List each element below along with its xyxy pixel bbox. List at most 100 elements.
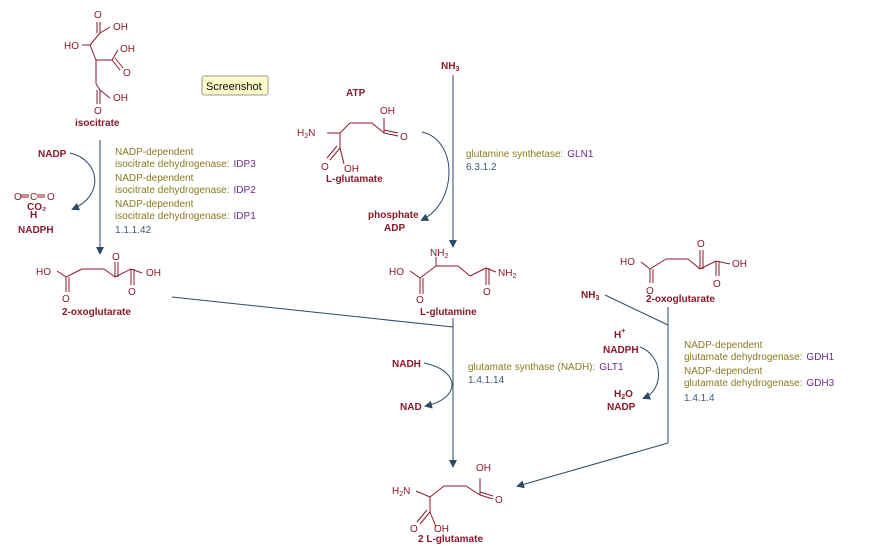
atom-o: O [495,495,503,506]
gdh-to-product-arrow [516,442,669,489]
atom-c: C [30,192,37,203]
atom-oh: OH [146,268,161,279]
atom-o: O [416,295,424,306]
atom-ho: HO [36,267,51,278]
atom-o: O [713,279,721,290]
screenshot-badge-text: Screenshot [206,81,262,93]
atom-o: O [646,286,654,297]
nadh-cofactor: NADH [392,359,421,370]
l-glutamine-structure[interactable]: HO NH2 NH2 O O L-glutamine [389,248,516,318]
nad-cofactor: NAD [400,402,422,413]
idp3-enzyme-line2: isocitrate dehydrogenase:IDP3 [115,159,256,170]
atp-cofactor: ATP [346,88,366,99]
nh3-top-cofactor: NH3 [441,61,459,73]
adp-cofactor: ADP [384,223,405,234]
atom-o: O [410,524,418,535]
atom-o: O [62,294,70,305]
atom-o: O [400,132,408,143]
oxoglutarate-left-label: 2-oxoglutarate [62,307,131,318]
screenshot-badge: Screenshot [201,75,269,96]
gdh1-gene[interactable]: GDH1 [806,352,834,363]
idp1-enzyme-line1: NADP-dependent [115,199,194,210]
atom-h: H [30,210,37,221]
nadph-in-cofactor: NADPH [603,345,639,356]
atom-o: O [128,287,136,298]
l-glutamate-top-structure[interactable]: ATP H2N OH O O OH L-glutamate [297,88,408,185]
idp-cofactor-arrow [69,152,96,211]
atom-o: O [697,239,705,250]
nadph-cofactor: NADPH [18,225,54,236]
gln1-ec-number[interactable]: 6.3.1.2 [466,162,497,173]
gdh3-gene[interactable]: GDH3 [806,378,834,389]
nh3-right-cofactor: NH3 [581,290,599,302]
atom-nh2: NH2 [498,268,516,280]
oxoglutarate-to-glt1-line [171,296,454,328]
atom-o: O [47,192,55,203]
idp2-gene[interactable]: IDP2 [234,185,257,196]
idp3-enzyme-line1: NADP-dependent [115,147,194,158]
atom-oh: OH [344,164,359,175]
gdh1-enzyme-line2: glutamate dehydrogenase:GDH1 [684,352,835,363]
glt1-enzyme-line: glutamate synthase (NADH):GLT1 [468,362,624,373]
gdh1-enzyme-line1: NADP-dependent [684,340,763,351]
co2-structure: O C O CO₂ H [14,192,55,221]
atom-oh: OH [380,106,395,117]
nadp-out-cofactor: NADP [607,402,636,413]
nh3-to-gdh-line [604,294,669,326]
atom-oh: OH [434,524,449,535]
idp-enzyme-labels[interactable]: NADP-dependent isocitrate dehydrogenase:… [115,147,256,236]
two-l-glutamate-structure[interactable]: H2N OH O O OH 2 L-glutamate [392,463,503,545]
atom-nh2: NH2 [430,248,448,260]
gln1-cofactor-arrow [420,131,450,221]
h-plus-cofactor: H+ [614,328,625,341]
atom-oh: OH [476,463,491,474]
oxoglutarate-right-label: 2-oxoglutarate [646,294,715,305]
atom-ho: HO [64,41,79,52]
isocitrate-label: isocitrate [75,118,120,129]
atom-h2n: H2N [297,128,315,140]
oxoglutarate-right-structure[interactable]: HO O O OH O 2-oxoglutarate [620,239,747,305]
idp2-enzyme-line2: isocitrate dehydrogenase:IDP2 [115,185,256,196]
atom-h2n: H2N [392,486,410,498]
two-l-glutamate-label: 2 L-glutamate [418,534,483,545]
atom-oh: OH [113,22,128,33]
atom-o: O [94,106,102,117]
phosphate-cofactor: phosphate [368,210,419,221]
l-glutamine-label: L-glutamine [420,307,477,318]
atom-o: O [112,252,120,263]
gdh3-enzyme-line1: NADP-dependent [684,366,763,377]
nadp-cofactor: NADP [38,149,67,160]
gln1-enzyme-labels[interactable]: glutamine synthetase:GLN1 6.3.1.2 [466,149,594,173]
idp1-gene[interactable]: IDP1 [234,211,257,222]
gln1-enzyme-line: glutamine synthetase:GLN1 [466,149,594,160]
atom-o: O [321,162,329,173]
atom-ho: HO [620,257,635,268]
oxoglutarate-left-structure[interactable]: HO O O OH O 2-oxoglutarate [36,252,161,318]
idp1-enzyme-line2: isocitrate dehydrogenase:IDP1 [115,211,256,222]
idp3-gene[interactable]: IDP3 [234,159,257,170]
glt1-gene[interactable]: GLT1 [599,362,624,373]
atom-o: O [14,192,22,203]
co2-label: CO₂ [27,202,46,213]
h2o-cofactor: H2O [614,389,633,401]
atom-ho: HO [389,267,404,278]
gdh-ec-number[interactable]: 1.4.1.4 [684,393,715,404]
atom-o: O [483,287,491,298]
atom-oh: OH [120,44,135,55]
gdh-cofactor-arrow [639,346,659,400]
atom-o: O [123,68,131,79]
gdh-enzyme-labels[interactable]: NADP-dependent glutamate dehydrogenase:G… [684,340,835,404]
atom-o: O [94,10,102,21]
atom-oh: OH [732,259,747,270]
l-glutamate-top-label: L-glutamate [326,174,383,185]
idp-ec-number[interactable]: 1.1.1.42 [115,225,152,236]
idp2-enzyme-line1: NADP-dependent [115,173,194,184]
gln1-gene[interactable]: GLN1 [567,149,594,160]
atom-oh: OH [113,93,128,104]
glt1-cofactor-arrow [423,362,453,409]
glt1-enzyme-labels[interactable]: glutamate synthase (NADH):GLT1 1.4.1.14 [468,362,624,386]
glt1-ec-number[interactable]: 1.4.1.14 [468,375,505,386]
gdh3-enzyme-line2: glutamate dehydrogenase:GDH3 [684,378,835,389]
isocitrate-structure[interactable]: O OH HO OH O OH O isocitrate [64,10,135,129]
